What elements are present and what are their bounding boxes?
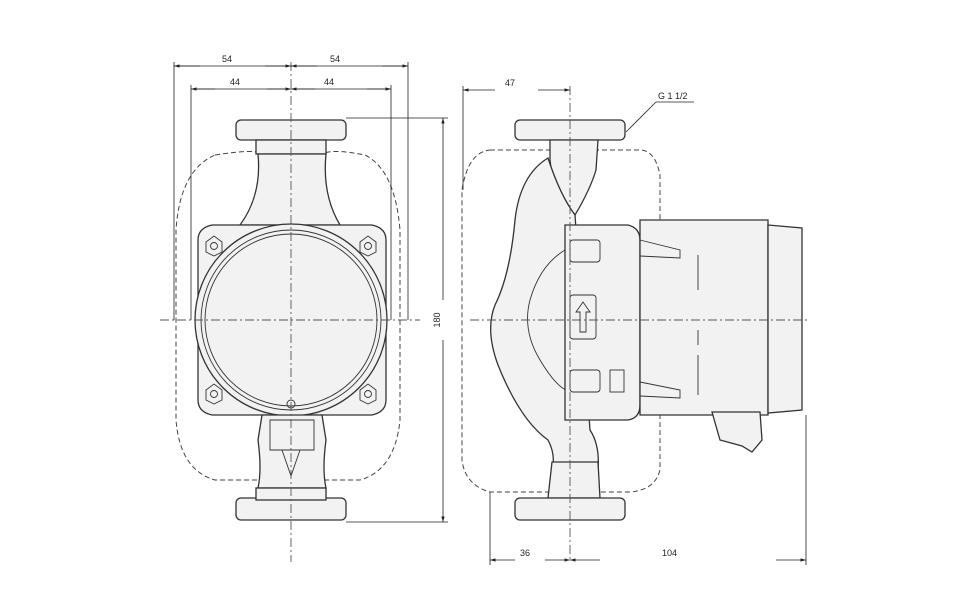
front-body-upper [238,153,342,226]
bolt-bottom-left [205,383,223,405]
side-dim-47: 47 [505,78,515,88]
side-arrow-box [569,294,597,340]
side-fin-bottom [639,381,681,399]
side-bottom-neck [547,461,601,499]
front-dim-180: 180 [432,312,442,327]
side-motor-body [639,219,769,416]
front-dim-44-right: 44 [324,77,334,87]
bolt-hole-bottom-left [210,390,218,398]
front-dim-54-left: 54 [222,54,232,64]
bolt-top-left [205,235,223,257]
side-control-box [564,224,641,421]
front-view: 54 54 44 44 180 [160,54,448,562]
side-fin-top [639,239,681,259]
bolt-hole-top-left [210,242,218,250]
bolt-top-right [359,235,377,257]
side-thread-leader [625,101,657,133]
front-bolts [205,235,377,405]
side-thread-label: G 1 1/2 [658,91,688,101]
side-dim-36: 36 [520,548,530,558]
bolt-hole-top-right [364,242,372,250]
front-body-lower [257,414,327,489]
side-view: 47 G 1 1/2 36 104 [461,78,810,565]
bolt-hole-bottom-right [364,390,372,398]
side-led-indicator [609,369,625,393]
side-dim-104: 104 [662,548,677,558]
front-dim-44-left: 44 [230,77,240,87]
side-motor-end-cap [767,224,803,414]
side-cable-connector [711,411,763,453]
side-housing-outline [461,149,661,493]
front-dim-54-right: 54 [330,54,340,64]
side-volute-inner [527,249,567,391]
up-arrow-icon [575,301,591,333]
bolt-bottom-right [359,383,377,405]
